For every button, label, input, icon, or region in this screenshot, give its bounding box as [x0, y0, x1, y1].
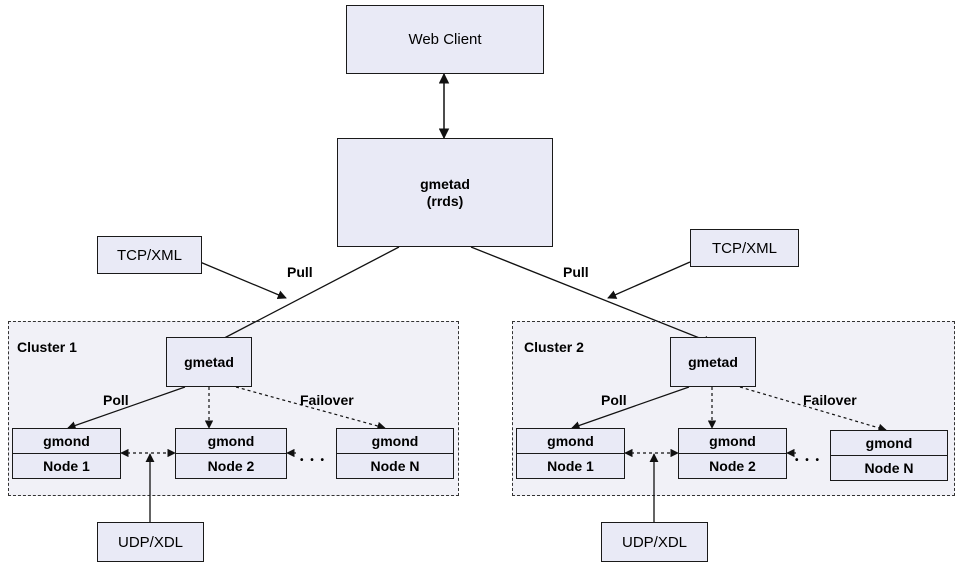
pull-label-left: Pull: [287, 264, 313, 280]
c2-poll-line: [571, 386, 690, 430]
cluster-2-node-1: gmond Node 1: [516, 428, 625, 479]
tcp-xml-left-box: TCP/XML: [97, 236, 202, 274]
node-role: gmond: [831, 431, 947, 456]
node-role: gmond: [176, 429, 286, 454]
c1-poll-line: [67, 386, 186, 430]
node-name: Node 2: [709, 457, 756, 474]
cluster-1-node-2: gmond Node 2: [175, 428, 287, 479]
cluster-2-poll-label: Poll: [601, 392, 627, 408]
tcp-xml-left-arrow: [199, 261, 287, 300]
pull-line-left: [208, 246, 400, 347]
cluster-1-ellipsis: • • •: [300, 455, 327, 466]
top-gmetad-name: gmetad: [420, 175, 470, 192]
tcp-xml-right-box: TCP/XML: [690, 229, 799, 267]
cluster-2-node-2: gmond Node 2: [678, 428, 787, 479]
cluster-2-udp-box: UDP/XDL: [601, 522, 708, 562]
node-name: Node N: [864, 459, 914, 476]
c2-failover-right: [739, 386, 887, 432]
cluster-2-failover-label: Failover: [803, 392, 857, 408]
cluster-1-node-n: gmond Node N: [336, 428, 454, 479]
cluster-2-gmetad: gmetad: [670, 337, 756, 387]
c1-failover-right: [235, 386, 386, 431]
cluster-1-failover-label: Failover: [300, 392, 354, 408]
cluster-2-node-n: gmond Node N: [830, 430, 948, 481]
cluster-1-udp-box: UDP/XDL: [97, 522, 204, 562]
top-gmetad-box: gmetad (rrds): [337, 138, 553, 247]
cluster-1-title: Cluster 1: [17, 339, 77, 355]
cluster-1-node-1: gmond Node 1: [12, 428, 121, 479]
node-role: gmond: [517, 429, 624, 454]
web-client-box: Web Client: [346, 5, 544, 74]
node-name: Node N: [370, 457, 420, 474]
pull-line-right: [470, 246, 713, 345]
node-name: Node 2: [207, 457, 255, 474]
cluster-2-title: Cluster 2: [524, 339, 584, 355]
tcp-xml-right-arrow: [607, 261, 691, 299]
pull-label-right: Pull: [563, 264, 589, 280]
cluster-2-ellipsis: • • •: [795, 455, 822, 466]
node-name: Node 1: [547, 457, 594, 474]
node-role: gmond: [337, 429, 453, 454]
cluster-1-gmetad: gmetad: [166, 337, 252, 387]
cluster-1-poll-label: Poll: [103, 392, 129, 408]
node-role: gmond: [679, 429, 786, 454]
node-name: Node 1: [43, 457, 90, 474]
top-gmetad-subtitle: (rrds): [426, 192, 464, 209]
node-role: gmond: [13, 429, 120, 454]
